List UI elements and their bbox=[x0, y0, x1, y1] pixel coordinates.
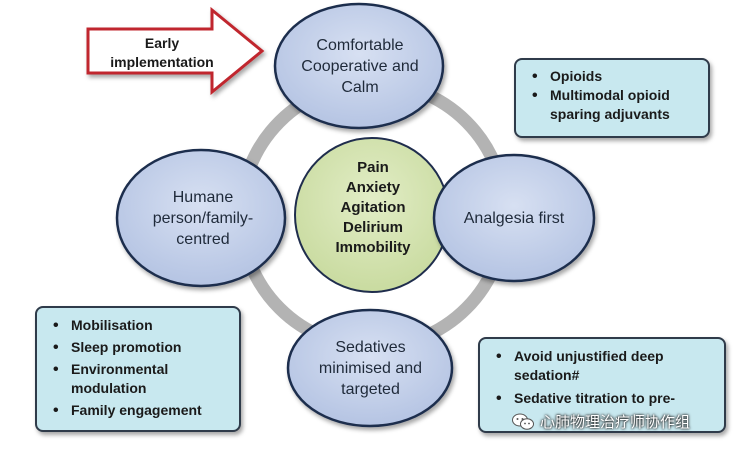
analgesia-box: Opioids Multimodal opioid sparing adjuva… bbox=[514, 58, 710, 138]
node-left-label: Humane person/family- centred bbox=[152, 188, 254, 248]
humane-item: Mobilisation bbox=[43, 316, 233, 335]
humane-box: Mobilisation Sleep promotion Environment… bbox=[35, 306, 241, 432]
node-bottom-label: Sedatives minimised and targeted bbox=[318, 338, 423, 398]
humane-item: Sleep promotion bbox=[43, 338, 233, 357]
center-label-delirium: Delirium bbox=[342, 219, 403, 236]
analgesia-item: Multimodal opioid sparing adjuvants bbox=[522, 86, 702, 124]
center-label-agitation: Agitation bbox=[340, 199, 406, 216]
node-right-label: Analgesia first bbox=[463, 209, 565, 227]
sedation-box: Avoid unjustified deep sedation# Sedativ… bbox=[478, 337, 726, 433]
watermark-text: 心肺物理治疗师协作组 bbox=[540, 414, 691, 431]
node-left-ellipse bbox=[115, 148, 287, 288]
center-label-immobility: Immobility bbox=[335, 239, 411, 256]
humane-item: Family engagement bbox=[43, 401, 233, 420]
humane-item: Environmental modulation bbox=[43, 360, 201, 398]
early-implementation-arrow bbox=[86, 6, 265, 96]
node-top-ellipse bbox=[273, 2, 445, 130]
wechat-icon bbox=[512, 413, 534, 430]
node-right-ellipse bbox=[432, 153, 596, 283]
center-label-anxiety: Anxiety bbox=[345, 179, 401, 196]
sedation-item: Sedative titration to pre- bbox=[486, 389, 718, 408]
node-bottom-ellipse bbox=[286, 308, 454, 428]
early-implementation-label: Early implementation bbox=[110, 35, 214, 70]
center-label-pain: Pain bbox=[357, 159, 389, 176]
sedation-item: Avoid unjustified deep sedation# bbox=[486, 347, 704, 385]
watermark: 心肺物理治疗师协作组 bbox=[512, 411, 690, 432]
node-top-label: Comfortable Cooperative and Calm bbox=[301, 36, 419, 96]
center-label-group: Pain Anxiety Agitation Delirium Immobili… bbox=[318, 158, 428, 258]
analgesia-item: Opioids bbox=[522, 67, 702, 86]
